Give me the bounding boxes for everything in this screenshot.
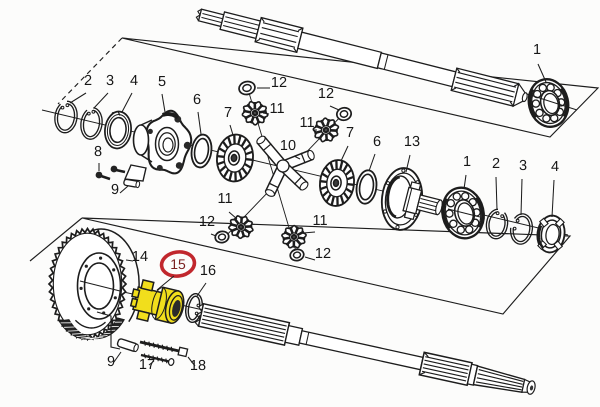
- svg-text:4: 4: [551, 159, 559, 175]
- svg-text:9: 9: [111, 182, 119, 198]
- svg-text:11: 11: [299, 115, 314, 131]
- svg-text:7: 7: [346, 125, 354, 141]
- svg-text:6: 6: [373, 134, 381, 150]
- svg-text:15: 15: [170, 256, 186, 272]
- svg-text:5: 5: [158, 74, 166, 90]
- svg-text:12: 12: [199, 214, 215, 230]
- svg-text:14: 14: [132, 249, 148, 265]
- svg-text:11: 11: [269, 101, 284, 117]
- svg-text:11: 11: [312, 213, 327, 229]
- svg-text:12: 12: [315, 246, 331, 262]
- svg-text:4: 4: [130, 73, 138, 89]
- svg-text:1: 1: [533, 42, 541, 58]
- svg-text:6: 6: [193, 92, 201, 108]
- svg-text:17: 17: [139, 357, 155, 373]
- svg-text:18: 18: [190, 358, 206, 374]
- svg-text:9: 9: [107, 354, 115, 370]
- svg-text:7: 7: [224, 105, 232, 121]
- svg-text:13: 13: [404, 134, 420, 150]
- svg-text:1: 1: [463, 154, 471, 170]
- svg-text:12: 12: [318, 86, 334, 102]
- svg-text:8: 8: [94, 144, 102, 160]
- svg-text:16: 16: [200, 263, 216, 279]
- svg-text:10: 10: [280, 138, 296, 154]
- svg-text:12: 12: [271, 75, 287, 91]
- svg-text:11: 11: [217, 191, 232, 207]
- svg-text:3: 3: [106, 73, 114, 89]
- svg-text:3: 3: [519, 158, 527, 174]
- svg-text:2: 2: [492, 156, 500, 172]
- svg-text:2: 2: [84, 73, 92, 89]
